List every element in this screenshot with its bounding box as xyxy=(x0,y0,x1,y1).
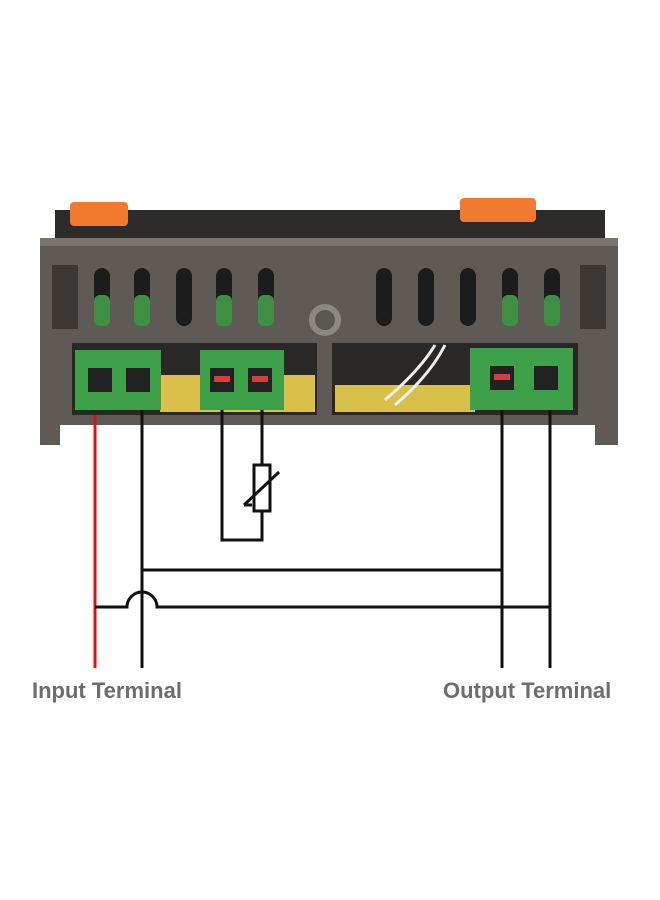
mounting-clip-left xyxy=(70,202,128,226)
input-terminal-label: Input Terminal xyxy=(32,678,182,703)
vent-slots xyxy=(94,268,560,326)
side-vent-left xyxy=(52,265,78,329)
terminal-blocks xyxy=(75,348,573,410)
top-rail xyxy=(55,198,605,240)
output-terminal-label: Output Terminal xyxy=(443,678,612,703)
wiring xyxy=(93,410,552,668)
internal-wires xyxy=(384,344,447,407)
controller-housing xyxy=(40,238,618,445)
side-vent-right xyxy=(580,265,606,329)
mounting-clip-right xyxy=(460,198,536,222)
thermistor-symbol xyxy=(242,463,281,513)
